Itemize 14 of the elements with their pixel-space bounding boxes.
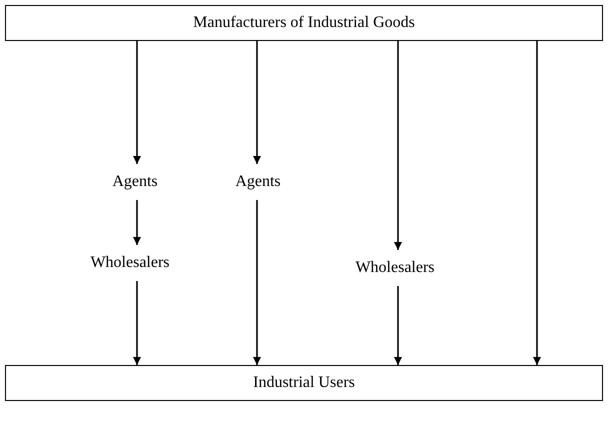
arrow <box>394 286 402 365</box>
arrow <box>133 200 141 245</box>
arrow <box>533 41 541 365</box>
node-label: Wholesalers <box>80 253 180 273</box>
node-label: Agents <box>100 172 170 192</box>
arrow <box>394 41 402 250</box>
arrow <box>253 41 261 164</box>
node-label: Wholesalers <box>345 258 445 278</box>
process-box: Manufacturers of Industrial Goods <box>5 5 603 41</box>
arrow <box>253 200 261 365</box>
arrow <box>133 281 141 365</box>
node-label: Agents <box>223 172 293 192</box>
arrow <box>133 41 141 164</box>
process-box: Industrial Users <box>5 365 603 401</box>
